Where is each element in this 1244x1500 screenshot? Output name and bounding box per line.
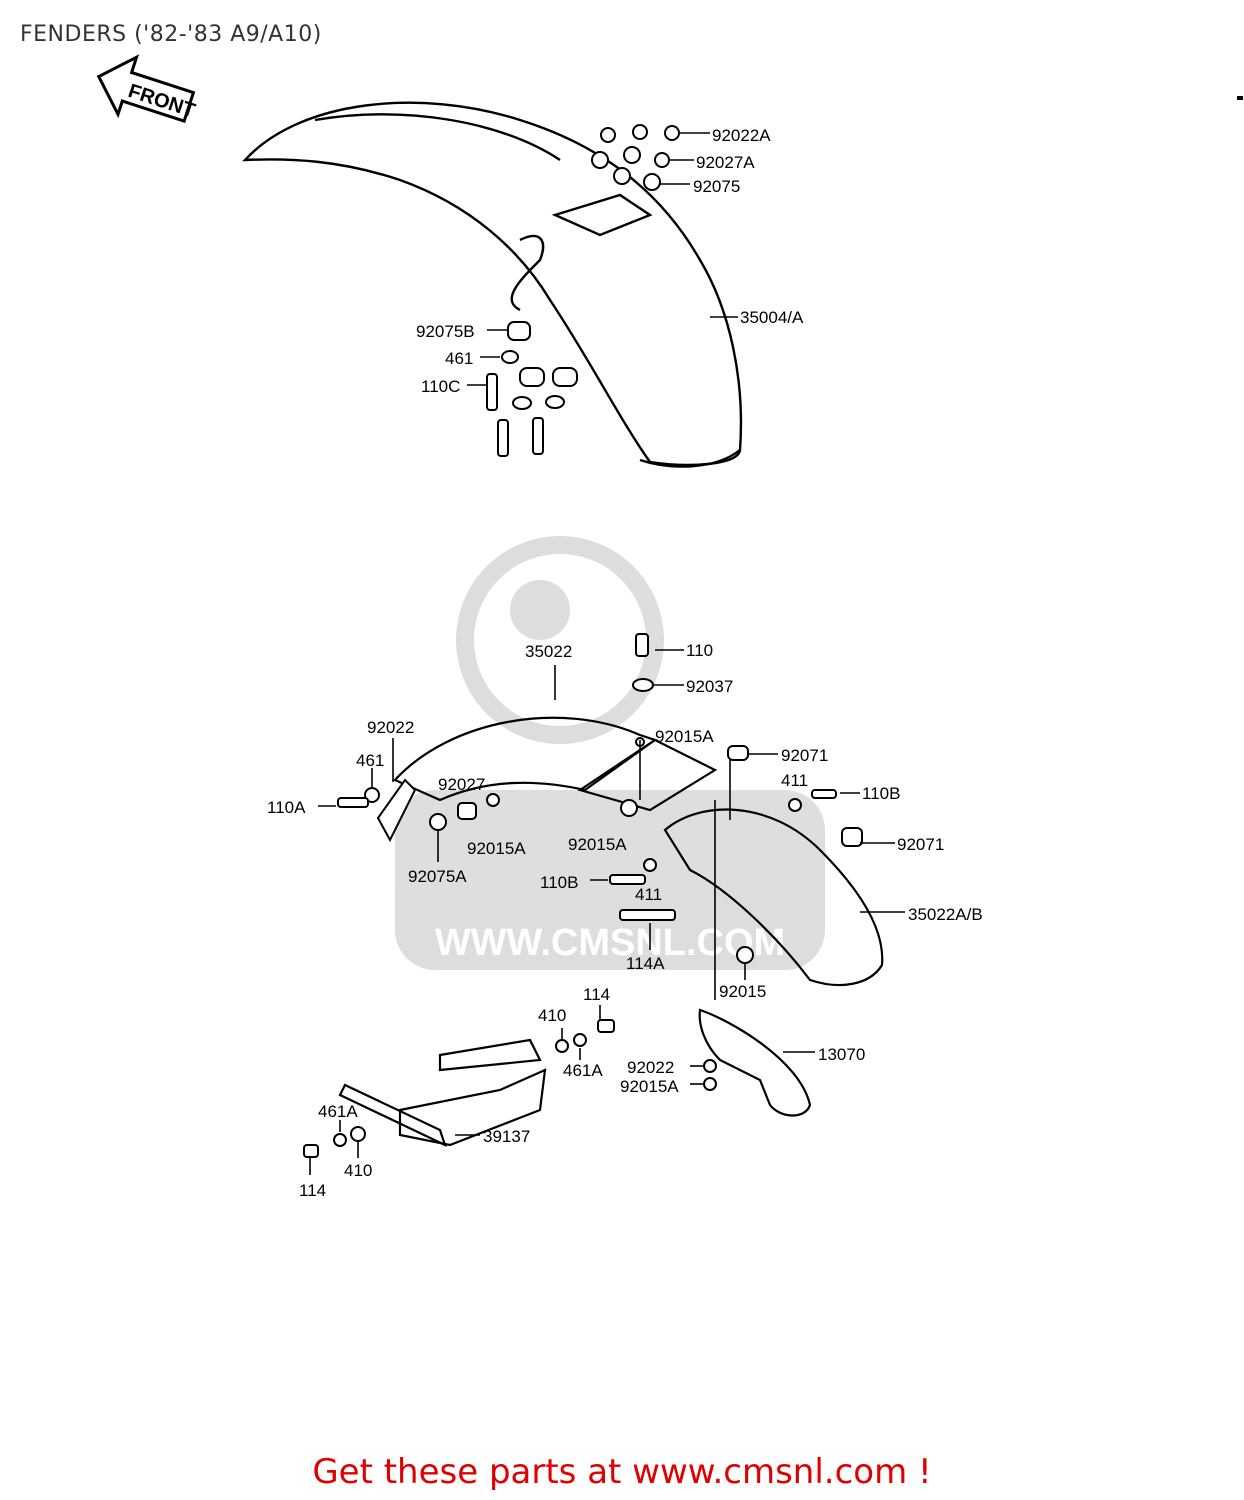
part-label: 110A xyxy=(267,798,306,817)
part-label: 410 xyxy=(344,1161,372,1180)
part-label: 92071 xyxy=(897,835,944,854)
part-label: 92075 xyxy=(693,177,740,196)
diagram-title: FENDERS ('82-'83 A9/A10) xyxy=(20,22,322,47)
part-label: 35022 xyxy=(525,642,572,661)
part-label: 410 xyxy=(538,1006,566,1025)
part-label: 461A xyxy=(318,1102,358,1121)
part-label: 92022 xyxy=(627,1058,674,1077)
part-label: 411 xyxy=(635,885,662,904)
part-label: 92027 xyxy=(438,775,485,794)
part-label: 92027A xyxy=(696,153,755,172)
part-label: 92015A xyxy=(467,839,526,858)
part-label: 92075A xyxy=(408,867,467,886)
part-label: 35022A/B xyxy=(908,905,983,924)
rear-rack-39137 xyxy=(338,1038,547,1148)
part-label: 114 xyxy=(583,985,610,1004)
part-label: 92015A xyxy=(620,1077,679,1096)
part-label: 35004/A xyxy=(740,308,804,327)
edge-mark xyxy=(1237,96,1243,100)
part-label: 461 xyxy=(356,751,384,770)
promo-link[interactable]: Get these parts at www.cmsnl.com ! xyxy=(312,1452,932,1492)
part-label: 110B xyxy=(540,873,578,892)
part-label: 411 xyxy=(781,771,808,790)
part-label: 13070 xyxy=(818,1045,865,1064)
bottom-leaders xyxy=(309,649,905,1175)
bottom-hardware xyxy=(303,633,863,1158)
part-label: 114A xyxy=(626,954,665,973)
part-label: 92071 xyxy=(781,746,828,765)
cmsnl-watermark: WWW.CMSNL.COM xyxy=(395,536,825,970)
part-label: 92075B xyxy=(416,322,475,341)
part-label: 92022A xyxy=(712,126,771,145)
part-label: 92015A xyxy=(568,835,627,854)
part-label: 461A xyxy=(563,1061,603,1080)
part-labels: 92022A 92027A 92075 35004/A 92075B 461 1… xyxy=(267,126,983,1200)
part-label: 114 xyxy=(299,1181,326,1200)
watermark-text: WWW.CMSNL.COM xyxy=(435,922,785,964)
part-label: 110 xyxy=(686,641,713,660)
front-arrow: FRONT xyxy=(96,54,198,123)
part-label: 92022 xyxy=(367,718,414,737)
promo-banner: Get these parts at www.cmsnl.com ! xyxy=(0,1452,1244,1492)
part-label: 92037 xyxy=(686,677,733,696)
part-label: 110B xyxy=(862,784,900,803)
part-label: 110C xyxy=(421,377,460,396)
front-fender-35004 xyxy=(242,101,743,468)
part-label: 92015 xyxy=(719,982,766,1001)
part-label: 92015A xyxy=(655,727,714,746)
top-hardware xyxy=(486,124,680,457)
part-label: 461 xyxy=(445,349,473,368)
part-label: 39137 xyxy=(483,1127,530,1146)
top-leaders xyxy=(467,132,738,386)
